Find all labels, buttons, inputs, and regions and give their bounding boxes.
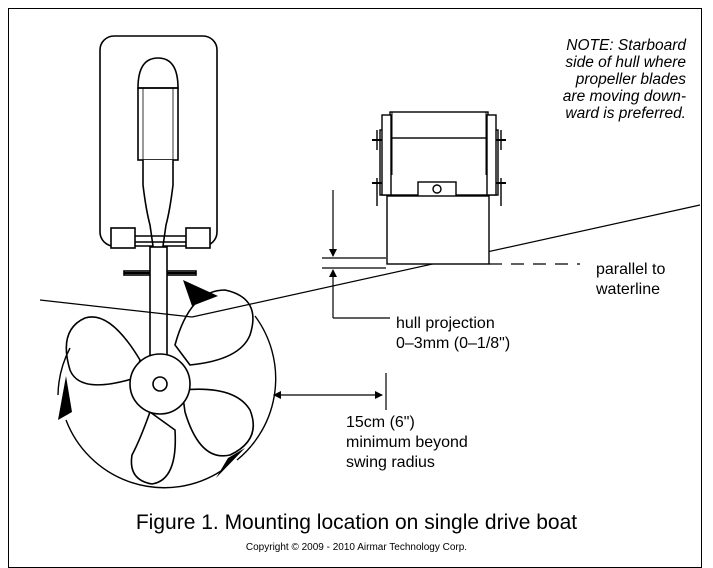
parallel-label-line: parallel to: [596, 261, 666, 278]
hull-line-left: [39, 299, 193, 318]
figure-caption: Figure 1. Mounting location on single dr…: [135, 511, 578, 534]
note-line: ward is preferred.: [565, 105, 686, 122]
hull-projection-dimension: [322, 190, 390, 319]
note-text: NOTE: Starboard side of hull where prope…: [540, 37, 686, 122]
parallel-label-line: waterline: [596, 281, 661, 298]
rotation-arrow-right: [216, 448, 245, 478]
hull-projection-label: hull projection 0–3mm (0–1/8"): [396, 314, 510, 354]
note-line: propeller blades: [575, 71, 686, 88]
distance-line: swing radius: [346, 454, 435, 471]
mounting-diagram: [39, 35, 701, 489]
distance-line: 15cm (6"): [346, 414, 415, 431]
rotation-arrow-top: [183, 280, 218, 306]
transducer: [372, 111, 506, 265]
parallel-label: parallel to waterline: [596, 260, 665, 300]
hull-projection-line: hull projection: [396, 315, 495, 332]
note-line: NOTE: Starboard: [566, 37, 686, 54]
distance-dimension: [273, 373, 387, 410]
outboard-drive: [99, 35, 218, 358]
propeller: [65, 289, 255, 485]
hull-projection-line: 0–3mm (0–1/8"): [396, 335, 511, 352]
rotation-arrow-left: [58, 376, 72, 420]
distance-label: 15cm (6") minimum beyond swing radius: [346, 413, 468, 473]
note-line: are moving down-: [562, 88, 686, 105]
note-line: side of hull where: [565, 54, 686, 71]
distance-line: minimum beyond: [346, 434, 468, 451]
copyright-text: Copyright © 2009 - 2010 Airmar Technolog…: [245, 542, 468, 553]
